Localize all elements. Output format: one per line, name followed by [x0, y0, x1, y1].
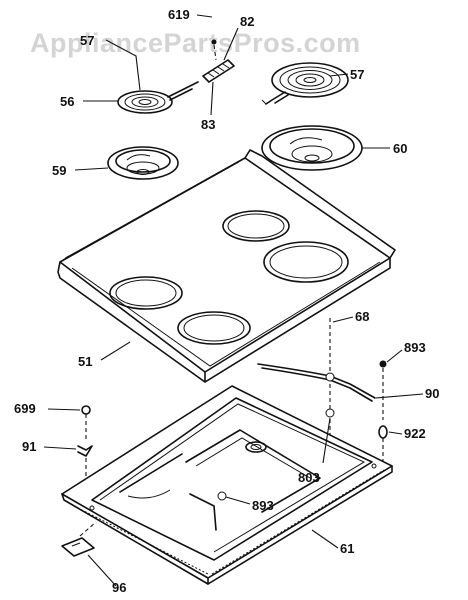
callout-619: 619	[168, 7, 190, 22]
callout-83: 83	[201, 117, 215, 132]
callout-51: 51	[78, 354, 92, 369]
callout-82: 82	[240, 14, 254, 29]
callout-96: 96	[112, 580, 126, 595]
small-drip-pan	[107, 146, 179, 180]
terminal-block	[202, 39, 235, 83]
leader-lines	[43, 14, 424, 587]
callout-699: 699	[14, 401, 36, 416]
small-surface-unit-element	[117, 81, 199, 114]
callout-893-right: 893	[404, 340, 426, 355]
left-screw-and-clip	[77, 405, 93, 490]
cooktop-main-top	[57, 149, 396, 383]
callout-68: 68	[355, 309, 369, 324]
callout-91: 91	[22, 439, 36, 454]
large-surface-unit-element	[261, 62, 349, 105]
screw-and-clip-hardware	[378, 360, 388, 462]
callout-57-large: 57	[350, 67, 364, 82]
callout-922: 922	[404, 426, 426, 441]
burner-box-bottom-pan	[61, 385, 393, 585]
callout-57-small: 57	[80, 33, 94, 48]
part-callouts: 619 82 57 56 83 57 59 60 51 68 893 90 69…	[14, 7, 439, 595]
callout-90: 90	[425, 386, 439, 401]
callout-803: 803	[298, 470, 320, 485]
callout-59: 59	[52, 163, 66, 178]
large-drip-pan	[261, 125, 363, 171]
callout-56: 56	[60, 94, 74, 109]
wire-harness	[257, 318, 376, 440]
callout-61: 61	[340, 541, 354, 556]
callout-893-bottom: 893	[252, 498, 274, 513]
callout-60: 60	[393, 141, 407, 156]
watermark-text: AppliancePartsPros.com	[30, 28, 361, 58]
bracket-clip	[61, 521, 97, 557]
